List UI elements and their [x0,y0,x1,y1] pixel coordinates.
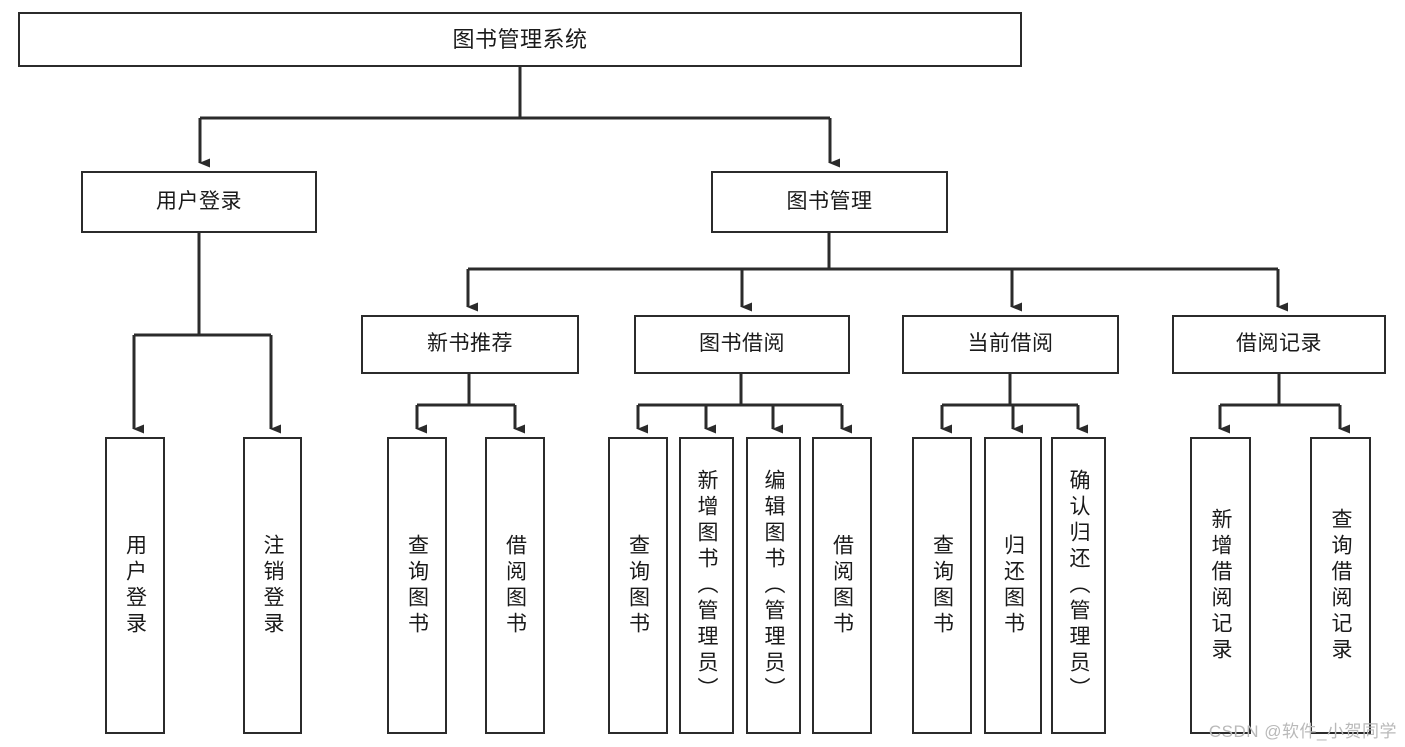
node-leaf-logout[interactable]: 注销登录 [243,437,302,734]
node-leaf-query-book-3[interactable]: 查询图书 [912,437,972,734]
node-leaf-edit-book[interactable]: 编辑图书（管理员） [746,437,801,734]
node-leaf-logout-label: 注销登录 [261,533,284,638]
node-leaf-add-book[interactable]: 新增图书（管理员） [679,437,734,734]
node-book-borrow[interactable]: 图书借阅 [634,315,850,374]
node-leaf-edit-book-label: 编辑图书（管理员） [762,468,785,703]
node-root[interactable]: 图书管理系统 [18,12,1022,67]
node-leaf-query-record-label: 查询借阅记录 [1329,507,1352,664]
node-new-book-rec-label: 新书推荐 [427,332,513,356]
node-user-login[interactable]: 用户登录 [81,171,317,233]
node-root-label: 图书管理系统 [452,26,588,52]
node-leaf-borrow-book-1[interactable]: 借阅图书 [485,437,545,734]
node-leaf-query-book-1[interactable]: 查询图书 [387,437,447,734]
node-leaf-query-book-2[interactable]: 查询图书 [608,437,668,734]
node-leaf-add-book-label: 新增图书（管理员） [695,468,718,703]
node-book-borrow-label: 图书借阅 [699,332,785,356]
node-leaf-borrow-book-2-label: 借阅图书 [830,533,854,638]
node-leaf-return-book[interactable]: 归还图书 [984,437,1042,734]
node-leaf-borrow-book-1-label: 借阅图书 [503,533,527,638]
node-new-book-rec[interactable]: 新书推荐 [361,315,579,374]
node-borrow-record[interactable]: 借阅记录 [1172,315,1386,374]
node-leaf-confirm-return-label: 确认归还（管理员） [1067,468,1090,703]
node-user-login-label: 用户登录 [156,189,242,213]
node-leaf-confirm-return[interactable]: 确认归还（管理员） [1051,437,1106,734]
node-leaf-add-record[interactable]: 新增借阅记录 [1190,437,1251,734]
node-book-manage[interactable]: 图书管理 [711,171,948,233]
node-leaf-return-book-label: 归还图书 [1001,533,1025,638]
node-leaf-query-record[interactable]: 查询借阅记录 [1310,437,1371,734]
node-book-manage-label: 图书管理 [786,189,873,213]
node-leaf-user-login-label: 用户登录 [123,533,147,638]
node-leaf-query-book-3-label: 查询图书 [930,533,954,638]
node-leaf-borrow-book-2[interactable]: 借阅图书 [812,437,872,734]
node-leaf-query-book-1-label: 查询图书 [405,533,429,638]
node-leaf-add-record-label: 新增借阅记录 [1209,507,1232,664]
node-leaf-query-book-2-label: 查询图书 [626,533,650,638]
csdn-watermark: CSDN @软件_小贺同学 [1208,722,1397,741]
node-current-borrow[interactable]: 当前借阅 [902,315,1119,374]
node-borrow-record-label: 借阅记录 [1236,332,1322,356]
node-current-borrow-label: 当前借阅 [967,332,1054,356]
node-leaf-user-login[interactable]: 用户登录 [105,437,165,734]
